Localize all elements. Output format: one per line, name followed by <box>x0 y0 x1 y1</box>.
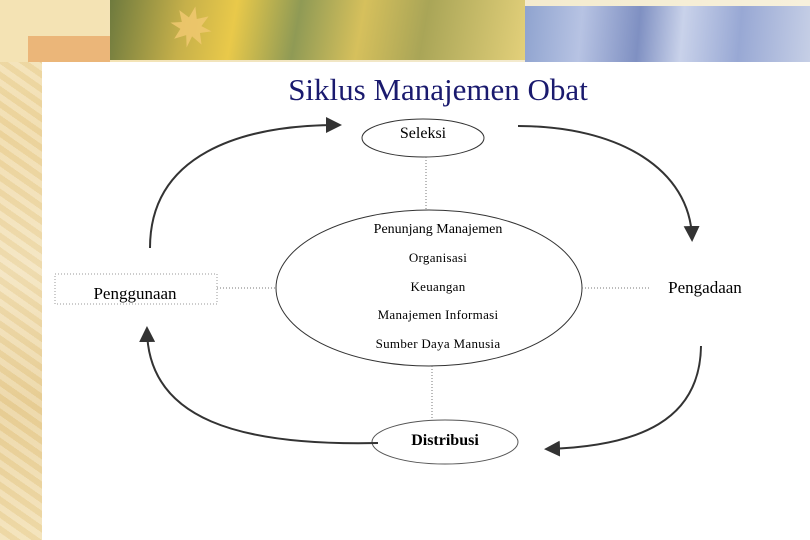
center-item-sumber-daya-manusia: Sumber Daya Manusia <box>312 336 564 352</box>
arrow-penggunaan-to-seleksi <box>150 125 338 248</box>
pengadaan-label: Pengadaan <box>650 278 760 298</box>
center-item-organisasi: Organisasi <box>312 250 564 266</box>
center-item-keuangan: Keuangan <box>312 279 564 295</box>
arrow-pengadaan-to-distribusi <box>548 346 701 449</box>
seleksi-label: Seleksi <box>362 125 484 143</box>
center-item-manajemen-informasi: Manajemen Informasi <box>312 307 564 323</box>
distribusi-label: Distribusi <box>372 432 518 450</box>
center-title: Penunjang Manajemen <box>312 222 564 238</box>
penggunaan-label: Penggunaan <box>55 284 215 304</box>
